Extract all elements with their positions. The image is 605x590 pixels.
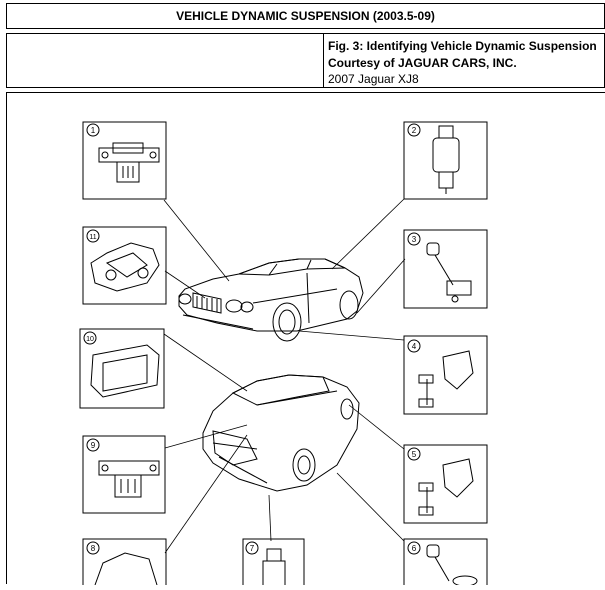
caption-vehicle: 2007 Jaguar XJ8	[328, 72, 419, 86]
vehicle-front-view	[178, 258, 364, 342]
document-title-text: VEHICLE DYNAMIC SUSPENSION (2003.5-09)	[176, 9, 435, 23]
component-box-1: 1	[82, 121, 167, 200]
document-title: VEHICLE DYNAMIC SUSPENSION (2003.5-09)	[6, 3, 605, 29]
component-box-11: 11	[82, 226, 167, 305]
component-box-5: 5	[403, 444, 488, 524]
caption-divider	[323, 34, 324, 87]
component-box-8: 8	[82, 538, 167, 590]
component-box-10: 10	[79, 328, 165, 409]
callout-7: 7	[250, 544, 255, 553]
figure-caption-box: Fig. 3: Identifying Vehicle Dynamic Susp…	[6, 33, 605, 88]
component-box-6: 6	[403, 538, 488, 590]
component-box-9: 9	[82, 435, 166, 514]
callout-8: 8	[91, 544, 96, 553]
callout-5: 5	[412, 450, 417, 459]
caption-figure-title: Fig. 3: Identifying Vehicle Dynamic Susp…	[328, 39, 597, 53]
component-box-7: 7	[242, 538, 305, 590]
figure-caption: Fig. 3: Identifying Vehicle Dynamic Susp…	[328, 38, 597, 88]
figure-panel: 1 2 11	[6, 92, 605, 590]
component-box-2: 2	[403, 121, 488, 200]
suspension-diagram: 1 2 11	[79, 121, 488, 590]
callout-1: 1	[91, 126, 96, 135]
component-box-4: 4	[403, 335, 488, 415]
vehicle-rear-view	[202, 374, 360, 492]
callout-2: 2	[412, 126, 417, 135]
component-box-3: 3	[403, 229, 488, 309]
callout-11: 11	[89, 234, 96, 241]
caption-courtesy: Courtesy of JAGUAR CARS, INC.	[328, 55, 517, 70]
callout-9: 9	[91, 441, 96, 450]
callout-10: 10	[86, 336, 94, 343]
callout-4: 4	[412, 342, 417, 351]
callout-6: 6	[412, 544, 417, 553]
callout-3: 3	[412, 235, 417, 244]
